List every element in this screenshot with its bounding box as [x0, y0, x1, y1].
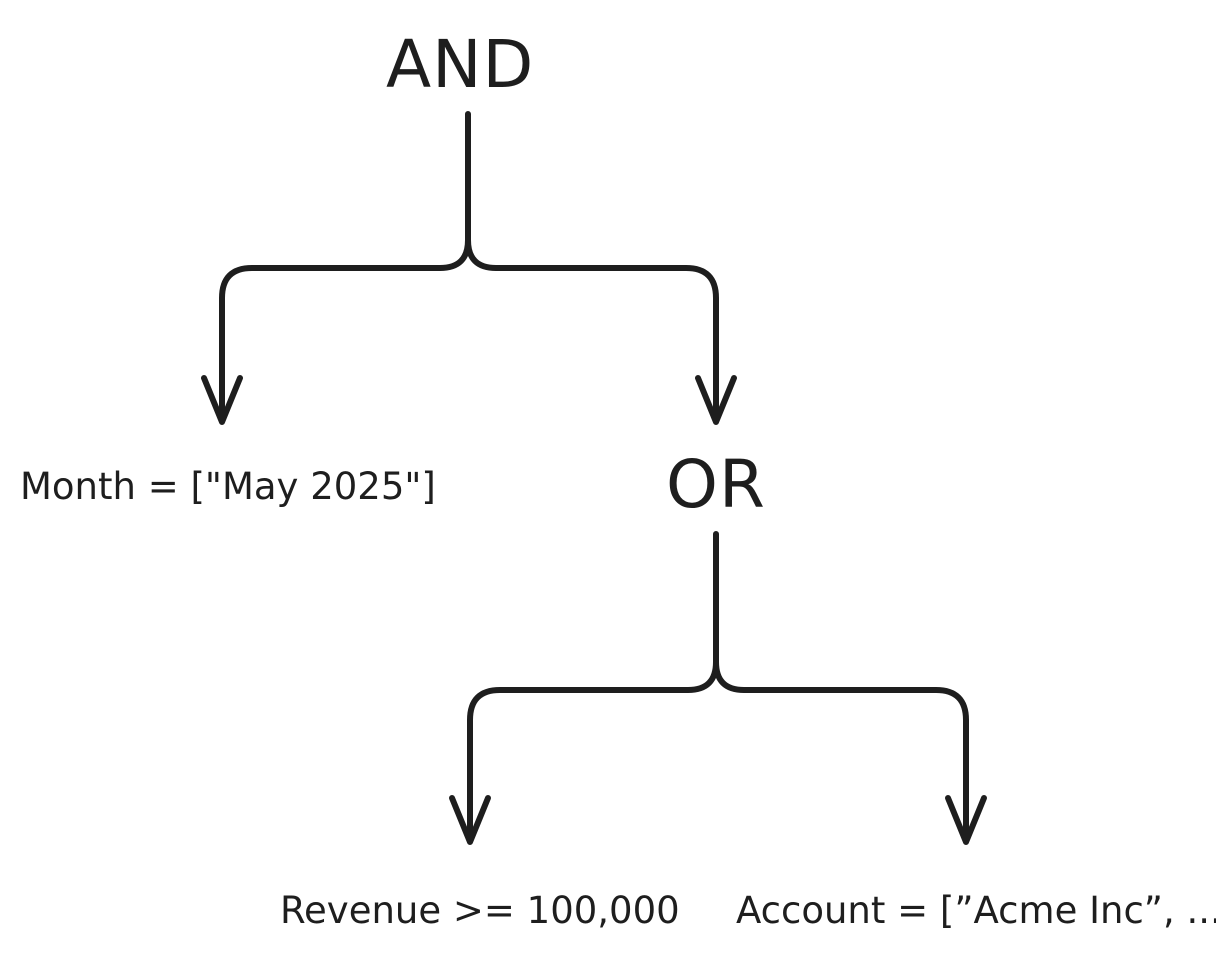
or-to-account-connector [713, 659, 969, 843]
arrowhead-revenue [449, 795, 491, 845]
arrowhead-account [945, 795, 987, 845]
and-operator-label: AND [386, 26, 535, 103]
account-condition-label: Account = [”Acme Inc”, ...] [736, 889, 1216, 932]
and-to-or-connector [465, 237, 719, 423]
arrowhead-month [201, 375, 243, 425]
or-to-revenue-connector [467, 531, 719, 843]
or-operator-label: OR [666, 446, 766, 523]
arrowhead-or [695, 375, 737, 425]
revenue-condition-label: Revenue >= 100,000 [280, 889, 680, 932]
month-condition-label: Month = ["May 2025"] [20, 465, 436, 508]
and-to-month-connector [219, 111, 471, 423]
